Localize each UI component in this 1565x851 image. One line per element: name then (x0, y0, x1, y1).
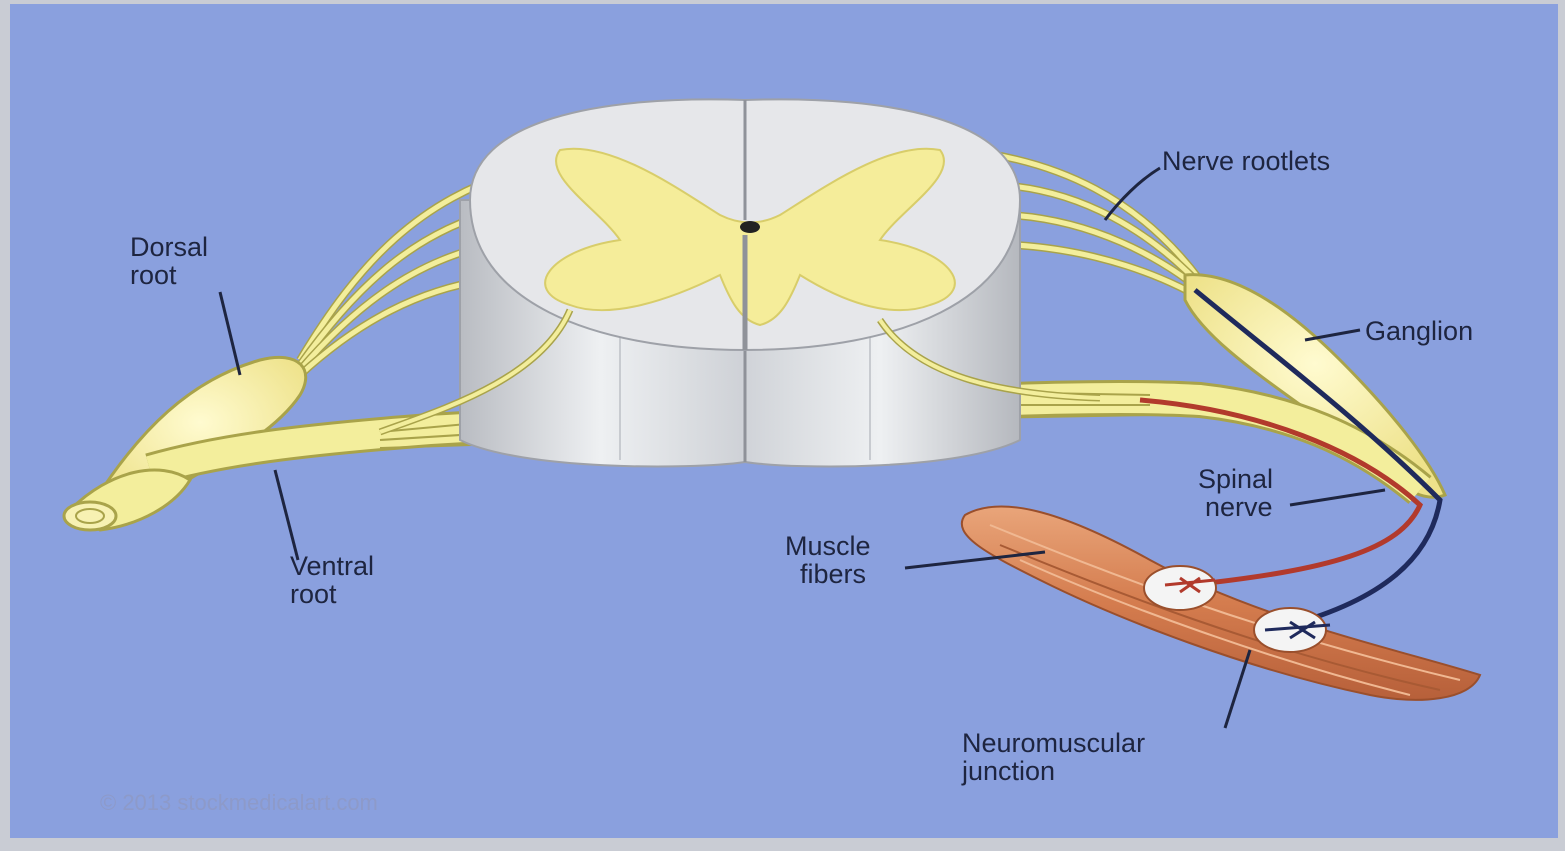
label-nerve-rootlets: Nerve rootlets (1162, 146, 1330, 176)
spinal-cord (460, 99, 1020, 466)
copyright-notice: © 2013 stockmedicalart.com (100, 790, 378, 815)
label-ganglion: Ganglion (1365, 316, 1473, 346)
label-spinal-nerve: Spinal nerve (1198, 464, 1281, 522)
motor-end-plate-upper (1144, 566, 1216, 610)
motor-end-plate-lower (1254, 608, 1326, 652)
